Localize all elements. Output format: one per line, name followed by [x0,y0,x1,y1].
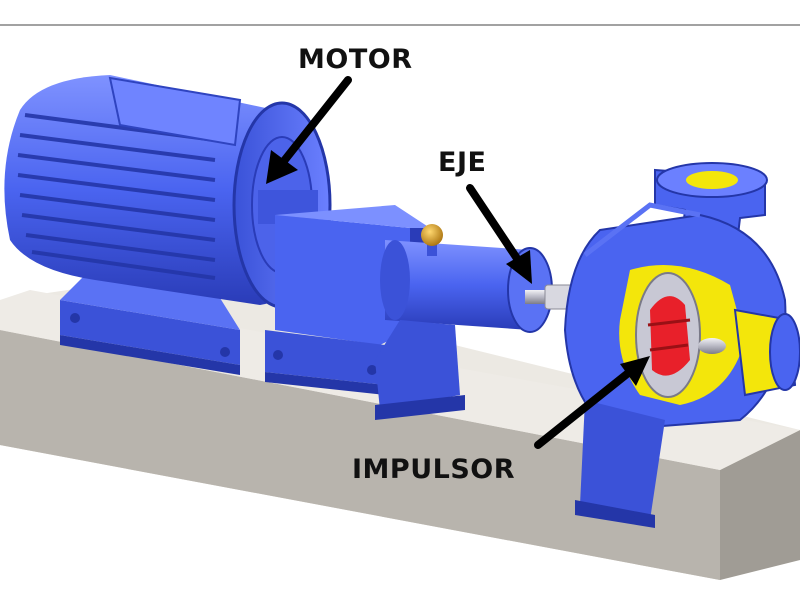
callout-arrows [266,76,650,449]
motor-feet [60,270,240,375]
motor-label: MOTOR [298,44,412,75]
impeller-arrow [534,356,650,449]
impeller [635,272,726,398]
motor-arrow [266,76,352,184]
shaft-label: EJE [438,147,486,178]
oil-cap [421,224,443,246]
shaft-arrow [466,184,532,284]
impeller-label: IMPULSOR [352,454,515,485]
